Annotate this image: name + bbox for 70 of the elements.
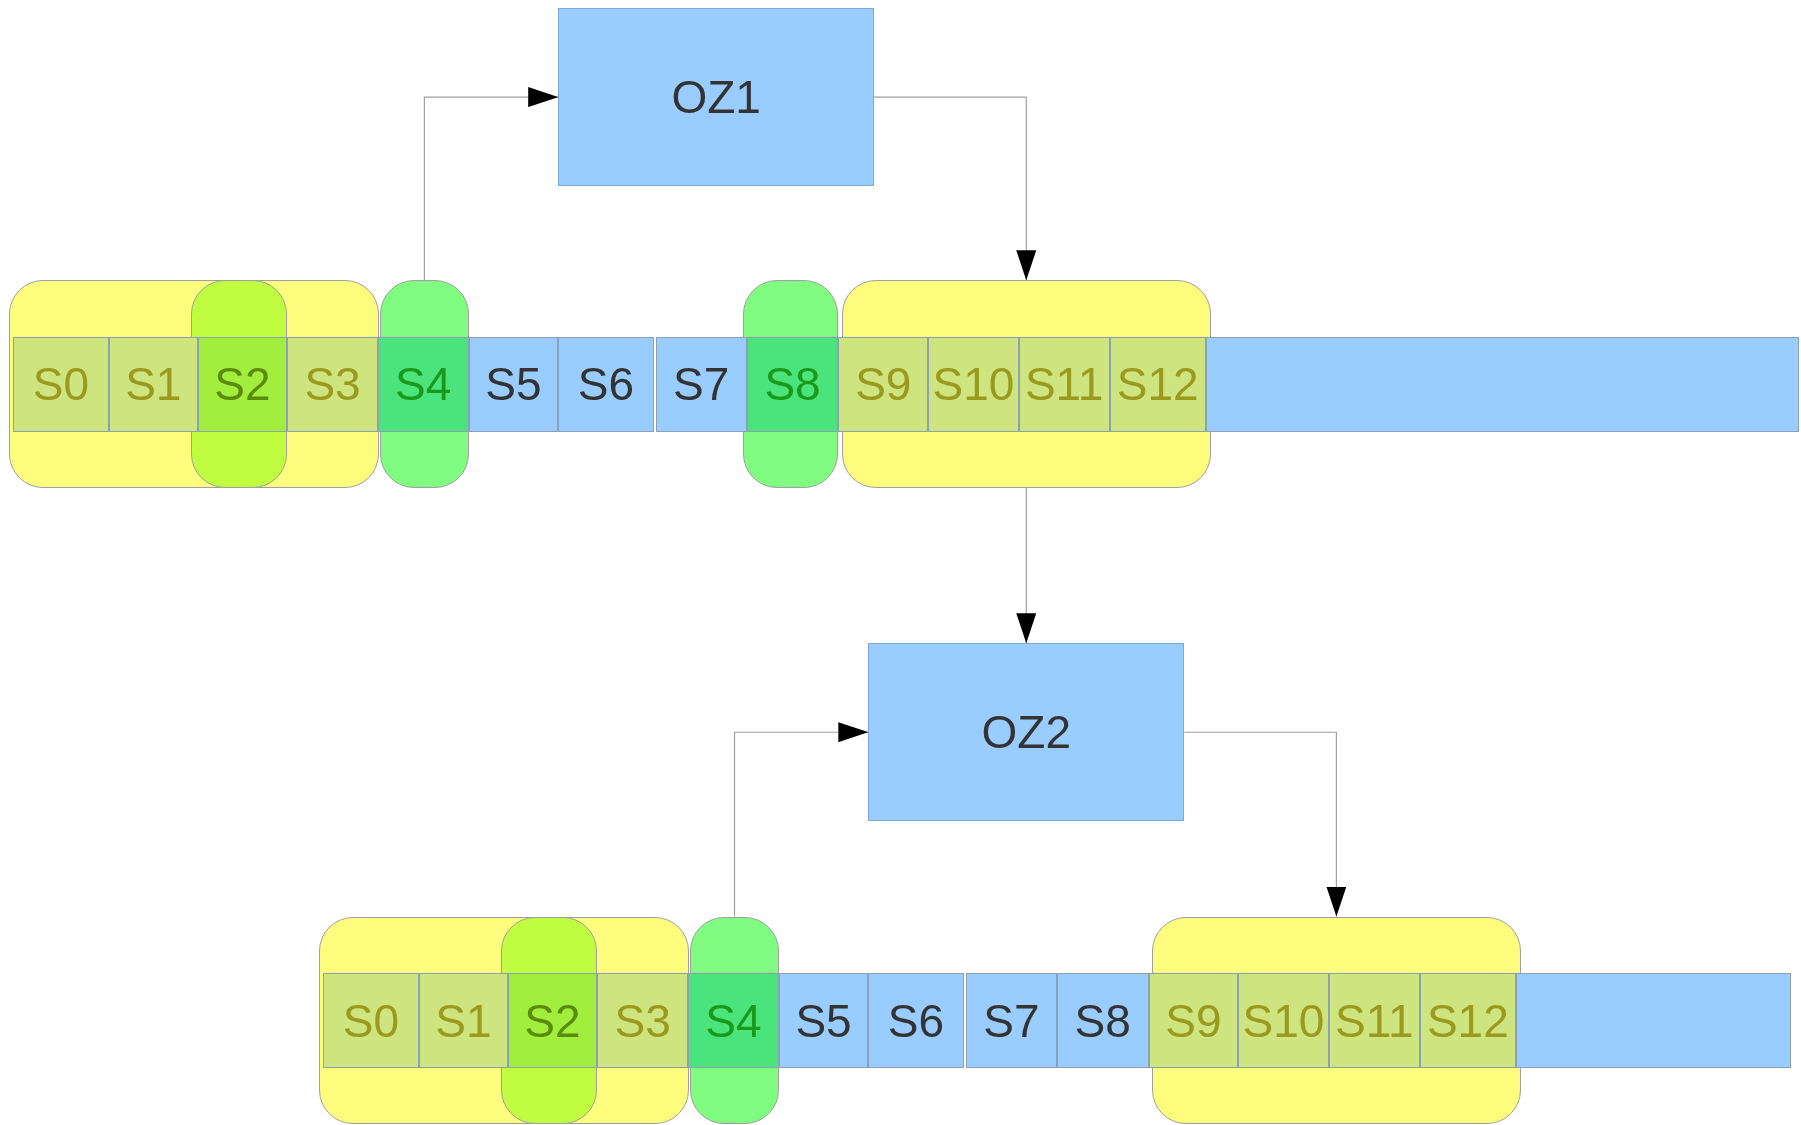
cell-label: S10 xyxy=(932,357,1015,412)
highlight-region xyxy=(1152,916,1521,1125)
register-cell xyxy=(778,972,869,1069)
register-cell xyxy=(1018,336,1110,432)
cell-label: S2 xyxy=(524,993,581,1048)
highlight-region xyxy=(319,916,690,1125)
process-box xyxy=(558,8,875,187)
arrow xyxy=(1016,487,1037,644)
cell-label: S11 xyxy=(1335,993,1414,1048)
register-cell xyxy=(688,972,779,1069)
register-cell xyxy=(1328,972,1420,1069)
register-cell xyxy=(468,336,559,432)
register-cell xyxy=(377,336,469,432)
cell-label: S9 xyxy=(1165,993,1222,1048)
register-cell xyxy=(838,336,929,432)
cell-label: S10 xyxy=(1242,993,1325,1048)
cell-label: S8 xyxy=(764,357,821,412)
arrow xyxy=(873,96,1037,281)
cell-label: S3 xyxy=(304,357,361,412)
highlight-region xyxy=(9,280,380,489)
register-cell xyxy=(507,972,598,1069)
register-cell xyxy=(1419,972,1517,1069)
cell-label: S0 xyxy=(32,357,89,412)
cell-label: S5 xyxy=(485,357,542,412)
cell-label: S0 xyxy=(342,993,400,1048)
register-cell xyxy=(322,972,420,1069)
arrow xyxy=(733,722,869,918)
highlight-region xyxy=(380,280,469,489)
cell-label: S6 xyxy=(577,357,634,412)
register-cell xyxy=(1056,972,1149,1069)
register-cell xyxy=(287,336,378,432)
register-cell xyxy=(868,972,964,1069)
arrow xyxy=(423,87,559,281)
cell-label: S7 xyxy=(673,357,730,412)
cell-label: S7 xyxy=(983,993,1040,1048)
cell-label: S12 xyxy=(1116,357,1199,412)
cell-label: S5 xyxy=(795,993,852,1048)
cell-label: S1 xyxy=(435,993,492,1048)
cell-label: S9 xyxy=(855,357,912,412)
cell-label: S6 xyxy=(887,993,945,1048)
cell-label: S2 xyxy=(214,357,271,412)
cell-label: S8 xyxy=(1074,993,1131,1048)
register-cell xyxy=(1148,972,1239,1069)
register-cell xyxy=(965,972,1057,1069)
highlight-region xyxy=(190,280,288,489)
cell-label: S1 xyxy=(125,357,182,412)
box-label: OZ1 xyxy=(671,70,761,125)
register-cell xyxy=(597,972,688,1069)
register-cell xyxy=(109,336,198,432)
box-label: OZ2 xyxy=(981,705,1071,760)
cell-label: S4 xyxy=(395,357,452,412)
register-cell xyxy=(419,972,508,1069)
cell-label: S11 xyxy=(1024,357,1104,412)
register-cell xyxy=(928,336,1019,432)
highlight-region xyxy=(841,280,1211,489)
cell-label: S3 xyxy=(614,993,671,1048)
register-cell xyxy=(12,336,110,432)
highlight-region xyxy=(690,916,779,1125)
register-cell xyxy=(1238,972,1329,1069)
highlight-region xyxy=(500,916,598,1125)
register-cell xyxy=(1109,336,1206,432)
cell-label: S4 xyxy=(705,993,762,1048)
register-cell xyxy=(746,336,839,432)
cell-label: S12 xyxy=(1426,993,1509,1048)
process-box xyxy=(868,643,1185,822)
register-cell xyxy=(197,336,288,432)
register-cell xyxy=(655,336,747,432)
register-cell xyxy=(558,336,654,432)
arrow xyxy=(1183,731,1347,918)
highlight-region xyxy=(743,280,839,489)
